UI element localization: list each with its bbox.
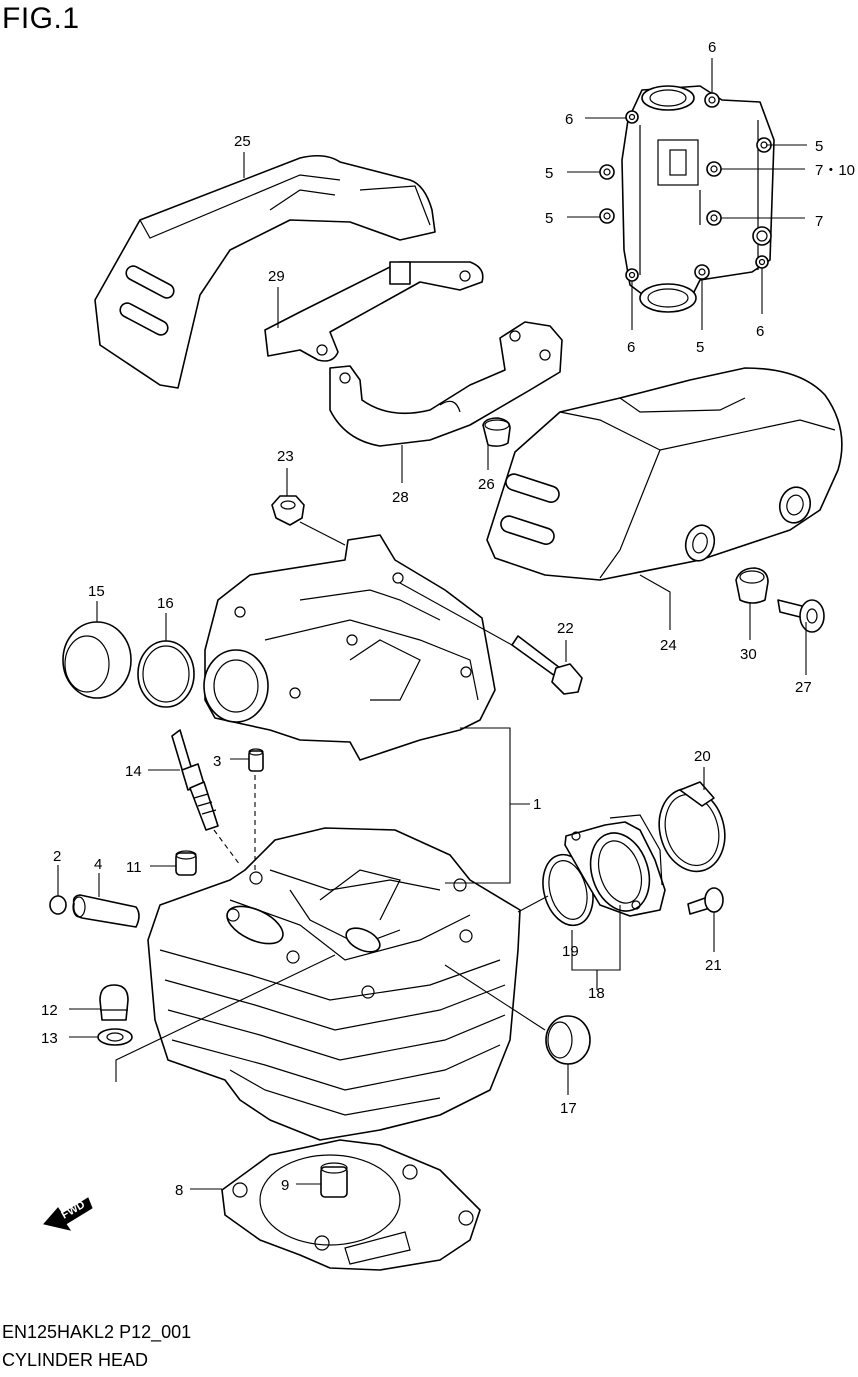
part-1-rocker-housing: [203, 534, 496, 761]
cylinder-head-top-view: [599, 85, 775, 313]
part-30-grommet: [735, 567, 769, 604]
callout-21: 21: [705, 957, 722, 974]
callout-5-b: 5: [545, 165, 553, 182]
part-code: EN125HAKL2 P12_001: [2, 1322, 192, 1342]
callout-7: 7: [815, 213, 823, 230]
part-24-head-cover-right: [486, 367, 843, 581]
callout-8: 8: [175, 1182, 183, 1199]
part-25-head-cover-left: [94, 154, 436, 389]
cylinder-head-main: [147, 827, 521, 1141]
callout-27: 27: [795, 679, 812, 696]
callout-1: 1: [533, 796, 541, 813]
part-3-dowel: [248, 748, 264, 772]
callout-6-d: 6: [756, 323, 764, 340]
callout-30: 30: [740, 646, 757, 663]
callout-19: 19: [562, 943, 579, 960]
diagram-title: CYLINDER HEAD: [2, 1350, 149, 1370]
callout-5-c: 5: [545, 210, 553, 227]
callout-11: 11: [126, 859, 142, 876]
callout-28: 28: [392, 489, 409, 506]
callout-7-10: 7・10: [815, 162, 855, 179]
part-28-frame-bracket: [329, 321, 563, 447]
part-17-plug: [545, 1015, 591, 1065]
part-4-guide: [72, 894, 140, 928]
part-2-cap: [49, 895, 67, 915]
callout-22: 22: [557, 620, 574, 637]
part-29-bracket: [264, 261, 484, 362]
callout-2: 2: [53, 848, 61, 865]
part-12-cap-nut: [99, 984, 129, 1021]
leader-lines: [57, 58, 807, 1190]
callout-4: 4: [94, 856, 102, 873]
part-11-dowel: [175, 850, 197, 876]
callout-24: 24: [660, 637, 677, 654]
callout-12: 12: [41, 1002, 58, 1019]
part-8-gasket: [221, 1139, 481, 1271]
part-16-o-ring: [137, 640, 195, 708]
part-21-screw: [687, 887, 724, 915]
callout-15: 15: [88, 583, 105, 600]
callout-5-d: 5: [696, 339, 704, 356]
callout-6-b: 6: [565, 111, 573, 128]
part-14-spark-plug: [171, 729, 219, 831]
callout-5-a: 5: [815, 138, 823, 155]
callout-9: 9: [281, 1177, 289, 1194]
part-27-bolt: [777, 599, 825, 633]
callout-3: 3: [213, 753, 221, 770]
part-15-seal: [62, 621, 132, 699]
callout-labels: 1 2 3 4 5 5 5 5 6 6 6 6 7・10 7 8 9 11 12…: [41, 39, 855, 1199]
callout-14: 14: [125, 763, 142, 780]
callout-26: 26: [478, 476, 495, 493]
callout-6-c: 6: [627, 339, 635, 356]
part-20-clamp: [658, 781, 726, 873]
callout-17: 17: [560, 1100, 577, 1117]
part-13-washer: [97, 1028, 133, 1046]
callout-13: 13: [41, 1030, 58, 1047]
callout-29: 29: [268, 268, 285, 285]
callout-16: 16: [157, 595, 174, 612]
part-23-nut: [271, 495, 305, 526]
callout-6-a: 6: [708, 39, 716, 56]
figure-label: FIG.1: [2, 2, 80, 35]
fwd-arrow-icon: FWD: [43, 1197, 93, 1231]
part-18-intake-pipe: [564, 814, 666, 917]
callout-20: 20: [694, 748, 711, 765]
callout-23: 23: [277, 448, 294, 465]
part-26-grommet: [482, 417, 511, 447]
part-22-bolt: [511, 635, 583, 695]
callout-18: 18: [588, 985, 605, 1002]
callout-25: 25: [234, 133, 251, 150]
part-9-dowel: [320, 1162, 348, 1198]
